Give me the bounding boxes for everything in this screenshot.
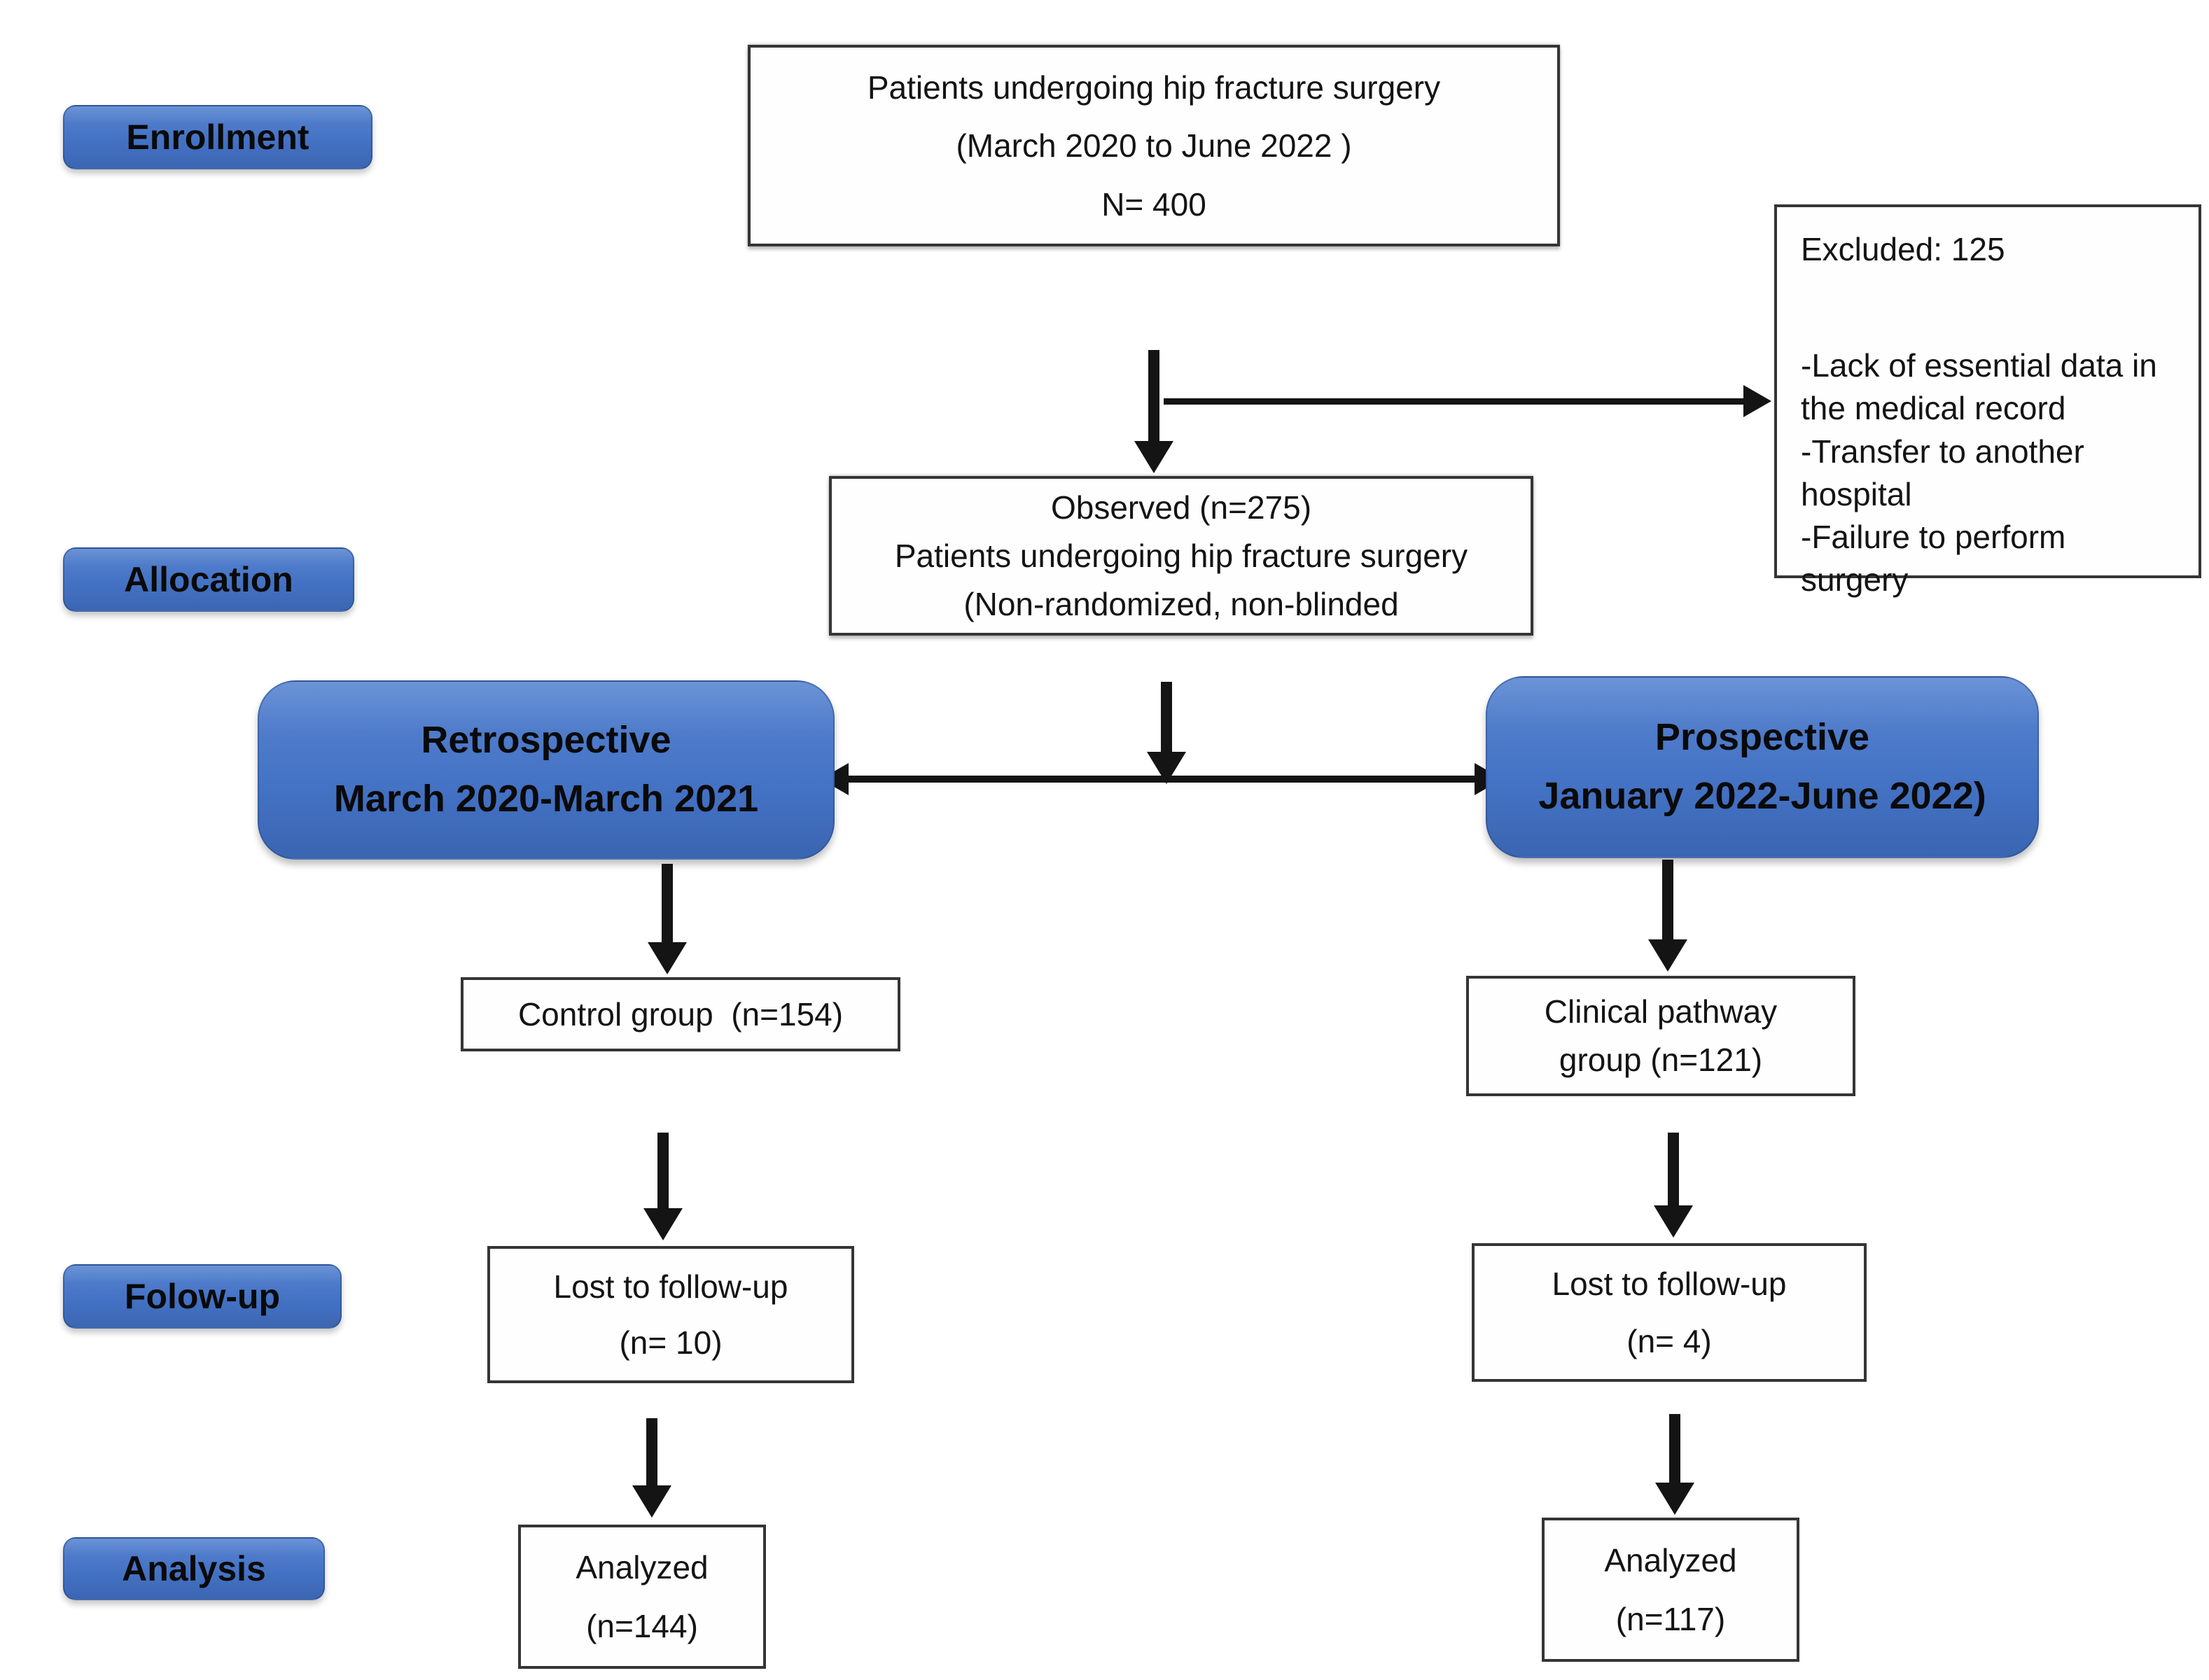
prospective-line2: January 2022-June 2022) — [1538, 775, 1986, 817]
enrollment-stage-badge: Enrollment — [63, 105, 372, 169]
excluded-item: -Transfer to another hospital — [1801, 433, 2093, 512]
observed-box: Observed (n=275) Patients undergoing hip… — [829, 476, 1533, 636]
excluded-box: Excluded: 125 -Lack of essential data in… — [1774, 204, 2201, 598]
retrospective-box: Retrospective March 2020-March 2021 — [258, 680, 835, 860]
top-population-line3: N= 400 — [1101, 186, 1206, 223]
arrow-line — [1148, 350, 1159, 442]
prospective-box: Prospective January 2022-June 2022) — [1486, 676, 2039, 858]
analyzed-left-line2: (n=144) — [586, 1608, 698, 1644]
excluded-item: -Failure to perform surgery — [1801, 518, 2075, 598]
clinical-pathway-line2: group (n=121) — [1559, 1042, 1763, 1078]
top-population-box: Patients undergoing hip fracture surgery… — [748, 45, 1560, 246]
allocation-stage-badge: Allocation — [63, 547, 354, 612]
control-group-label: Control group (n=154) — [517, 996, 844, 1032]
arrow-lost-to-analyzed-right — [1655, 1414, 1694, 1515]
arrowhead-right-icon — [1743, 385, 1771, 417]
arrow-prospective-to-clinical — [1648, 860, 1687, 972]
arrow-line — [1669, 1414, 1680, 1484]
arrowhead-down-icon — [1134, 441, 1173, 473]
observed-line3: (Non-randomized, non-blinded — [963, 585, 1399, 622]
arrow-retrospective-to-control — [648, 864, 687, 974]
lost-left-line1: Lost to follow-up — [553, 1268, 788, 1305]
analysis-stage-label: Analysis — [122, 1549, 266, 1588]
arrow-line — [662, 864, 673, 944]
arrow-top-to-observed — [1134, 350, 1173, 473]
arrowhead-down-icon — [1648, 939, 1687, 972]
arrow-line — [657, 1133, 669, 1210]
lost-followup-left-box: Lost to follow-up (n= 10) — [487, 1246, 854, 1383]
analyzed-left-line1: Analyzed — [576, 1549, 709, 1586]
observed-line2: Patients undergoing hip fracture surgery — [894, 537, 1468, 574]
lost-right-line1: Lost to follow-up — [1552, 1266, 1787, 1303]
followup-stage-label: Folow-up — [124, 1277, 281, 1316]
analyzed-right-box: Analyzed (n=117) — [1542, 1518, 1799, 1662]
arrow-line — [1161, 682, 1172, 753]
arrow-line — [846, 776, 1477, 783]
enrollment-stage-label: Enrollment — [126, 118, 309, 157]
clinical-pathway-line1: Clinical pathway — [1544, 993, 1778, 1030]
analyzed-left-box: Analyzed (n=144) — [518, 1525, 766, 1669]
arrow-line — [1164, 398, 1746, 405]
top-population-line2: (March 2020 to June 2022 ) — [956, 127, 1352, 164]
arrowhead-down-icon — [1654, 1205, 1693, 1238]
control-group-box: Control group (n=154) — [461, 977, 900, 1051]
analyzed-right-line2: (n=117) — [1615, 1601, 1726, 1637]
lost-right-line2: (n= 4) — [1626, 1322, 1712, 1359]
retrospective-line2: March 2020-March 2021 — [333, 778, 759, 820]
arrow-line — [646, 1418, 657, 1487]
arrow-to-excluded — [1164, 385, 1771, 417]
observed-line1: Observed (n=275) — [1050, 489, 1312, 526]
arrowhead-down-icon — [643, 1208, 683, 1240]
lost-followup-right-box: Lost to follow-up (n= 4) — [1472, 1243, 1867, 1382]
analysis-stage-badge: Analysis — [63, 1537, 325, 1600]
retrospective-line1: Retrospective — [421, 719, 671, 762]
arrowhead-down-icon — [648, 942, 687, 974]
followup-stage-badge: Folow-up — [63, 1264, 342, 1329]
arrow-lost-to-analyzed-left — [632, 1418, 671, 1518]
prospective-line1: Prospective — [1654, 716, 1870, 759]
lost-left-line2: (n= 10) — [619, 1324, 723, 1362]
arrow-line — [1662, 860, 1673, 941]
top-population-line1: Patients undergoing hip fracture surgery — [867, 69, 1441, 106]
arrow-line — [1668, 1133, 1679, 1207]
arrowhead-down-icon — [632, 1485, 671, 1518]
arrowhead-down-icon — [1655, 1483, 1694, 1515]
allocation-stage-label: Allocation — [124, 560, 293, 599]
excluded-item: -Lack of essential data in the medical r… — [1801, 347, 2166, 427]
analyzed-right-line1: Analyzed — [1604, 1542, 1737, 1578]
arrow-clinical-to-lost — [1654, 1133, 1693, 1238]
excluded-title: Excluded: 125 — [1801, 231, 2005, 267]
clinical-pathway-box: Clinical pathway group (n=121) — [1466, 976, 1855, 1096]
arrow-control-to-lost — [643, 1133, 683, 1240]
arrow-split-double — [821, 763, 1503, 795]
